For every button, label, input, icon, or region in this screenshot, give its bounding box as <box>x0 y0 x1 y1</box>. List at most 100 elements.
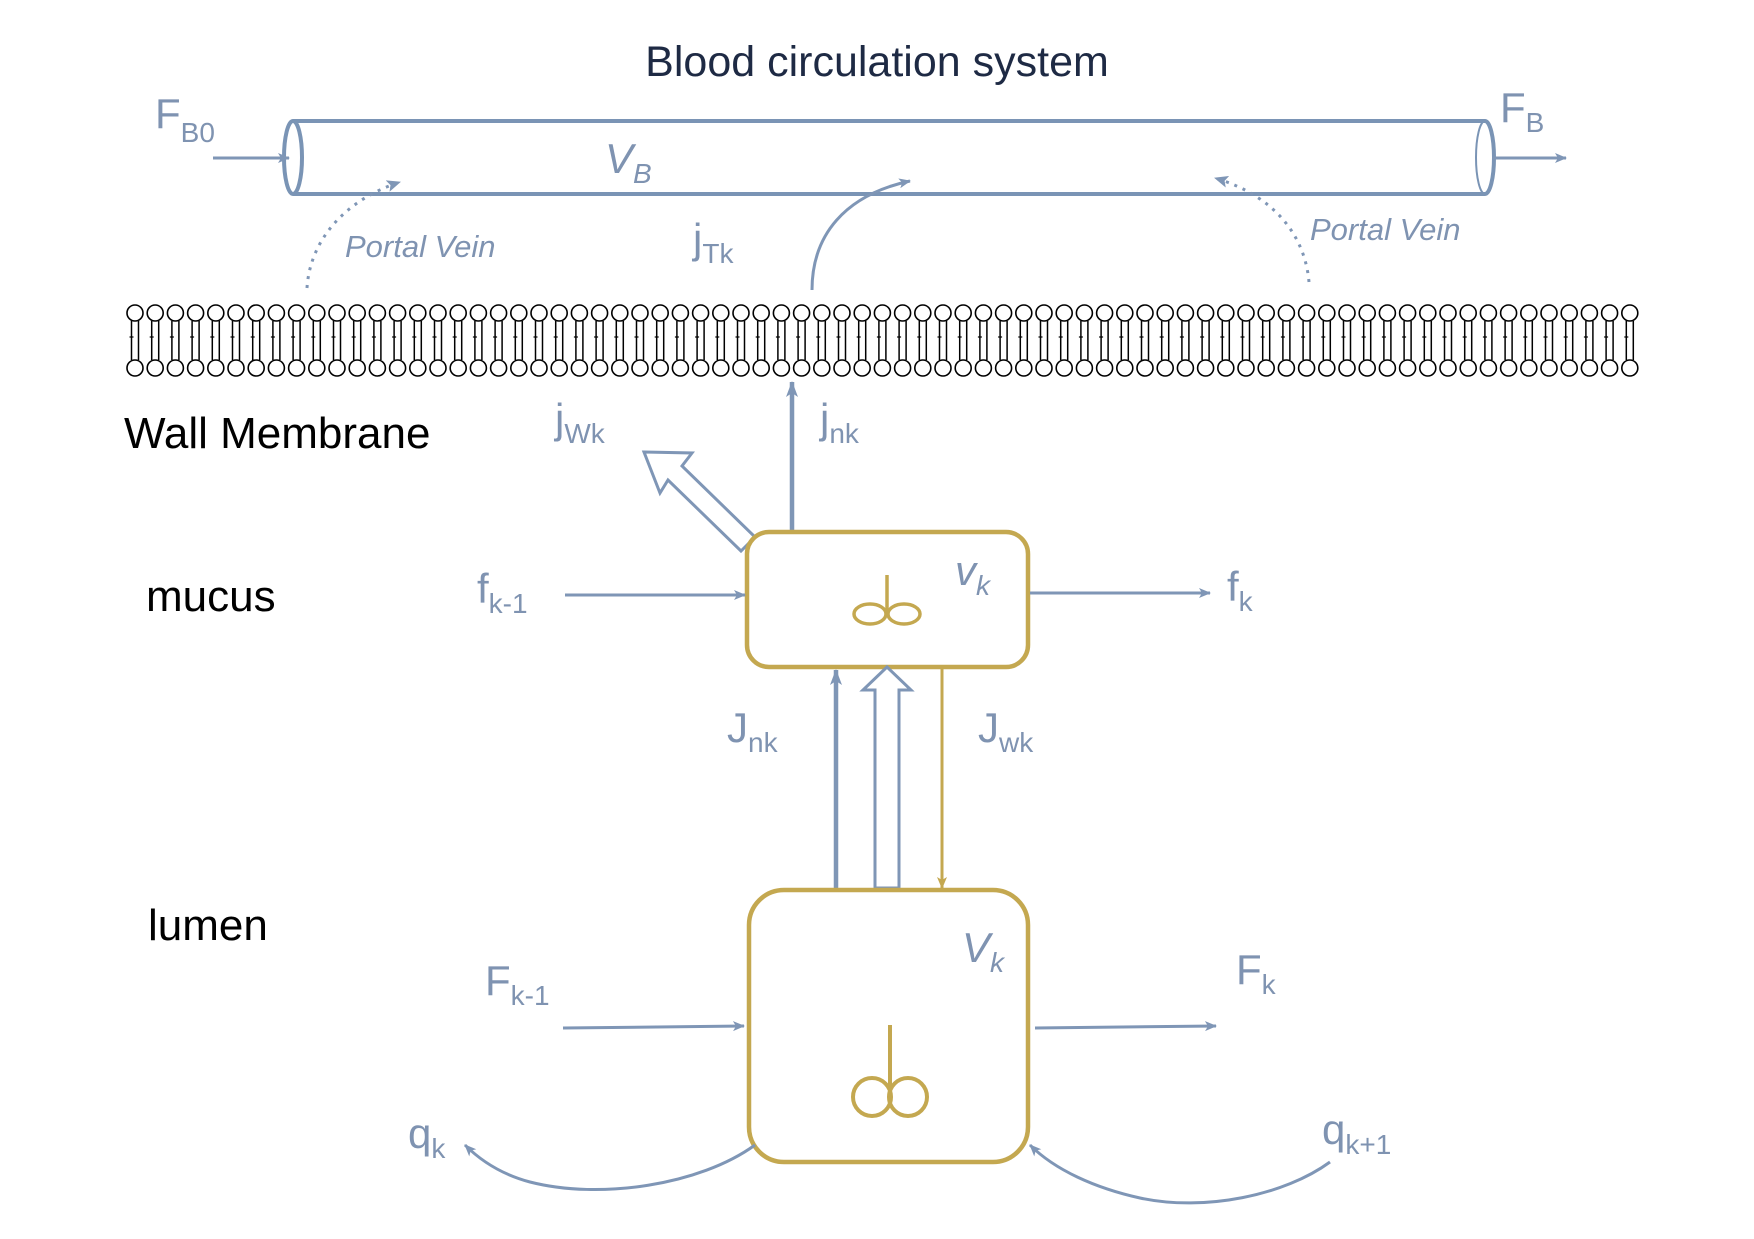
membrane-lipid <box>186 304 205 377</box>
jtk-flux-label: jTk <box>691 215 734 269</box>
membrane-lipid <box>247 304 266 377</box>
membrane-lipid <box>1237 304 1255 377</box>
membrane-lipid <box>408 304 427 377</box>
membrane-lipid <box>873 304 892 377</box>
membrane-lipid <box>1338 304 1356 377</box>
membrane-lipid <box>1136 304 1154 377</box>
jnk-flux-label: jnk <box>818 395 860 449</box>
membrane-lipid <box>772 304 791 377</box>
jwk-lower-label: Jwk <box>978 704 1034 758</box>
membrane-lipid <box>489 304 508 377</box>
membrane-lipid <box>893 304 912 377</box>
membrane-lipid <box>1419 304 1437 377</box>
lumen-outflow-label: Fk <box>1236 946 1277 1000</box>
membrane-lipid <box>348 304 367 377</box>
membrane-lipid <box>227 304 245 377</box>
membrane-lipid <box>752 304 771 377</box>
mucus-layer-label: mucus <box>146 572 276 621</box>
diagram-title: Blood circulation system <box>645 38 1109 86</box>
membrane-lipid <box>934 304 952 377</box>
membrane-lipid <box>913 304 932 377</box>
membrane-lipid <box>307 304 326 377</box>
jtk-flux-arrow <box>810 178 911 291</box>
membrane-lipid <box>449 304 468 377</box>
membrane-lipid <box>671 304 690 377</box>
lumen-stirrer-icon <box>851 1025 929 1118</box>
qk-label: qk <box>408 1110 446 1164</box>
membrane-lipid <box>1358 304 1376 377</box>
wall-membrane-label: Wall Membrane <box>124 409 430 458</box>
membrane-lipid <box>1459 304 1477 377</box>
membrane-lipid <box>1095 304 1114 377</box>
membrane-lipid <box>1621 304 1639 377</box>
membrane-lipid <box>1580 304 1599 377</box>
membrane-lipid <box>328 304 346 377</box>
qk1-reflux-arrow <box>1028 1143 1331 1205</box>
membrane-lipid <box>509 304 528 377</box>
membrane-lipid <box>1297 304 1316 377</box>
membrane-lipid <box>651 304 670 377</box>
membrane-lipid <box>469 304 488 377</box>
jwk-hollow-up-arrow <box>859 664 915 890</box>
membrane-lipid <box>1156 304 1174 377</box>
membrane-lipid <box>550 304 569 377</box>
membrane-lipid <box>853 304 872 377</box>
membrane-lipid <box>812 304 831 377</box>
membrane-lipid <box>691 304 710 377</box>
membrane-lipid <box>1116 304 1134 377</box>
membrane-lipid <box>1257 304 1275 377</box>
membrane-lipid <box>1600 304 1619 377</box>
mucus-inflow-label: fk-1 <box>477 565 528 619</box>
membrane-lipid <box>1398 304 1417 377</box>
membrane-lipid <box>429 304 447 377</box>
membrane-lipid <box>570 304 589 377</box>
blood-vessel-tube <box>282 119 1496 196</box>
membrane-lipid <box>126 304 144 377</box>
lumen-inflow-label: Fk-1 <box>485 957 550 1011</box>
jnk-upper-label: Jnk <box>727 704 779 758</box>
membrane-lipid <box>610 304 629 377</box>
qk1-label: qk+1 <box>1322 1106 1391 1160</box>
portal-vein-right-arrow <box>1214 175 1311 283</box>
membrane-lipid <box>166 304 185 377</box>
membrane-lipid <box>1479 304 1498 377</box>
lumen-layer-label: lumen <box>148 901 268 950</box>
membrane-lipid <box>994 304 1013 377</box>
membrane-lipid <box>1196 304 1215 377</box>
membrane-lipid <box>1560 304 1578 377</box>
membrane-lipid <box>590 304 609 377</box>
membrane-lipid <box>954 304 973 377</box>
membrane-lipid <box>388 304 407 377</box>
jwk-water-flux-arrow <box>641 450 758 554</box>
membrane-lipid <box>146 304 164 377</box>
membrane-lipid <box>631 304 649 377</box>
lumen-volume-label: Vk <box>962 924 1006 978</box>
mucus-volume-label: vk <box>955 547 992 601</box>
membrane-lipid <box>368 304 387 377</box>
membrane-lipid <box>1378 304 1397 377</box>
blood-outflow-label: FB <box>1500 84 1544 138</box>
membrane-lipid <box>833 304 851 377</box>
membrane-lipid <box>530 304 548 377</box>
membrane-lipid <box>267 304 286 377</box>
membrane-lipid <box>1055 304 1073 377</box>
mucus-outflow-label: fk <box>1227 563 1254 617</box>
qk-reflux-arrow <box>463 1143 756 1191</box>
membrane-lipid <box>1035 304 1053 377</box>
membrane-lipid <box>711 304 730 377</box>
membrane-lipid <box>974 304 993 377</box>
membrane-lipid <box>1014 304 1033 377</box>
membrane-lipid <box>1520 304 1538 377</box>
membrane-lipid <box>1217 304 1235 377</box>
lumen-outflow-arrow <box>1034 1021 1217 1032</box>
membrane-lipid <box>1499 304 1518 377</box>
membrane-lipid <box>792 304 811 377</box>
portal-vein-right-label: Portal Vein <box>1310 212 1461 247</box>
membrane-lipid <box>732 304 750 377</box>
membrane-lipid <box>1318 304 1336 377</box>
membrane-lipid <box>1277 304 1296 377</box>
membrane-lipid <box>1075 304 1094 377</box>
membrane-lipid <box>207 304 225 377</box>
membrane-lipid <box>287 304 306 377</box>
blood-inflow-label: FB0 <box>155 90 215 148</box>
